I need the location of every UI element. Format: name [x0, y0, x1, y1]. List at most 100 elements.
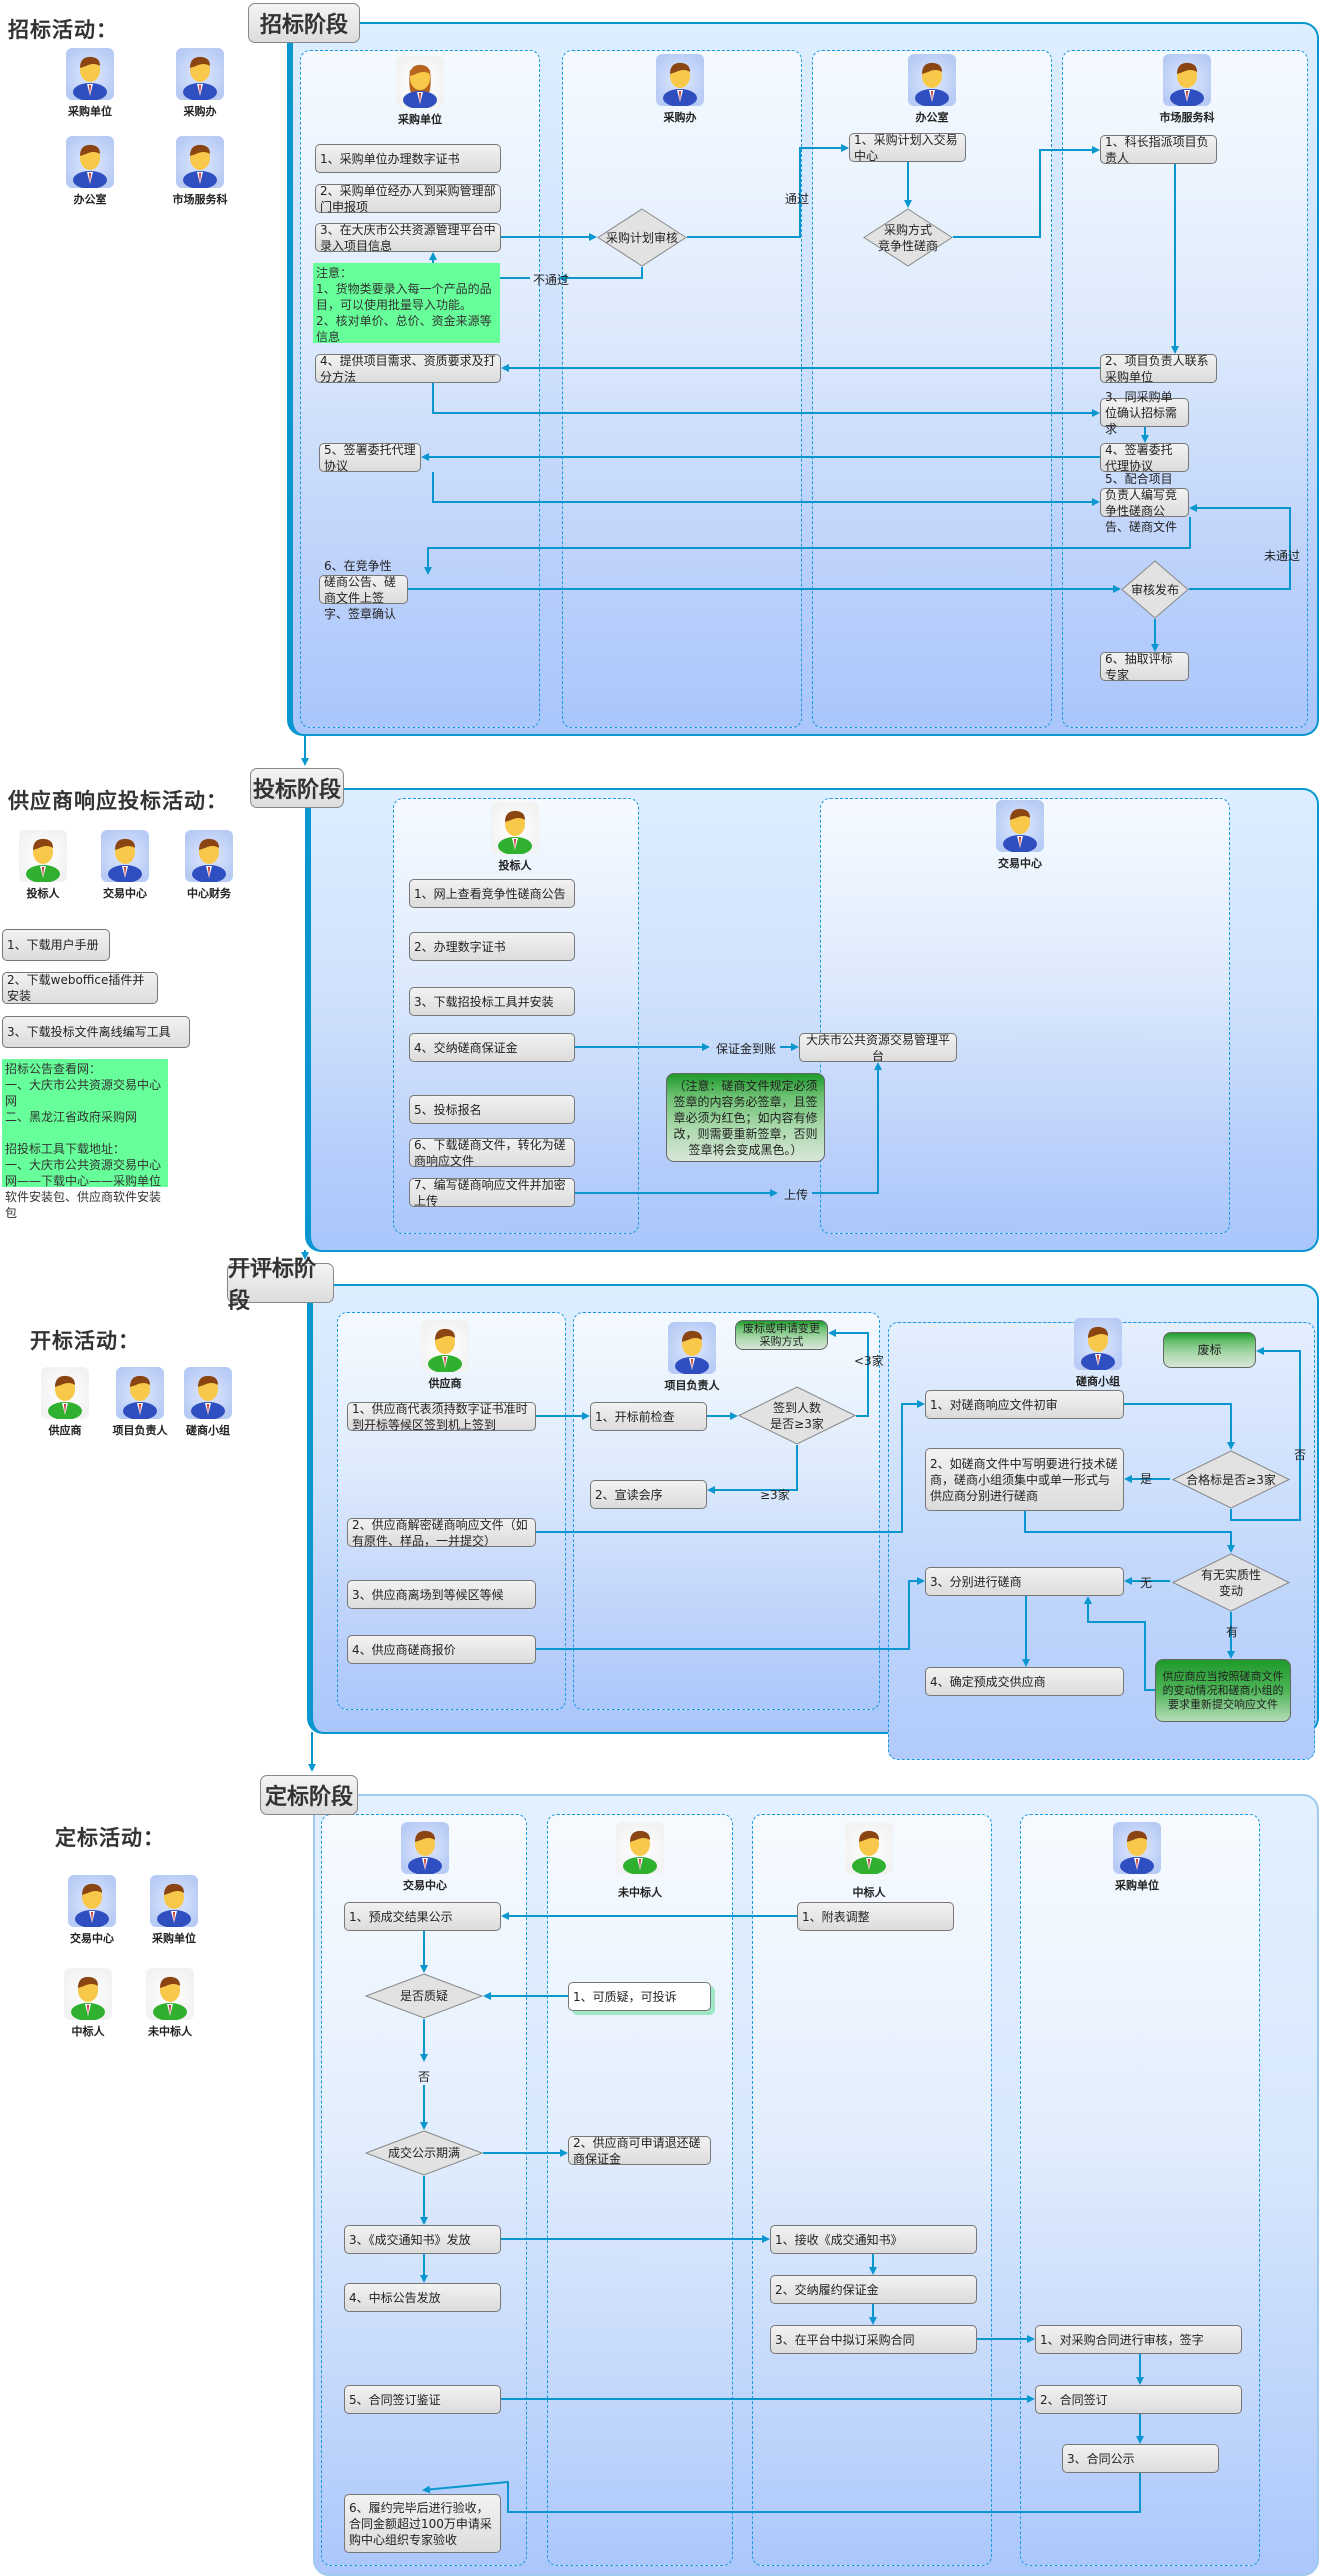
lane-actor-non-winner: 未中标人: [605, 1822, 675, 1900]
decision-substantive-change[interactable]: 有无实质性 变动: [1172, 1553, 1290, 1612]
step-market-4[interactable]: 4、签署委托代理协议: [1100, 443, 1189, 473]
step-pm-2[interactable]: 2、宣读会序: [590, 1480, 707, 1509]
decision-plan-review[interactable]: 采购计划审核: [597, 208, 687, 267]
decision-question[interactable]: 是否质疑: [365, 1973, 483, 2019]
step-market-3[interactable]: 3、同采购单位确认招标需求: [1100, 390, 1189, 436]
step-panel-2[interactable]: 2、如磋商文件中写明要进行技术磋商，磋商小组须集中或单一形式与供应商分别进行磋商: [925, 1448, 1124, 1511]
step-market-6[interactable]: 6、抽取评标专家: [1100, 652, 1189, 682]
person-green-icon: [421, 1320, 469, 1373]
step-panel-1[interactable]: 1、对磋商响应文件初审: [925, 1390, 1124, 1419]
label-ge3: ≥3家: [760, 1488, 790, 1502]
note-void-or-change: 废标或申请变更采购方式: [735, 1320, 828, 1350]
step-winner-1[interactable]: 1、附表调整: [797, 1902, 954, 1931]
step-bidder-6[interactable]: 6、下载磋商文件，转化为磋商响应文件: [409, 1138, 575, 1168]
person-blue-icon: [185, 830, 233, 883]
void-box: 废标: [1163, 1332, 1256, 1368]
lane-actor-bidder: 投标人: [480, 802, 550, 873]
step-bidder-3[interactable]: 3、下载招投标工具并安装: [409, 987, 575, 1016]
step-buyer-3[interactable]: 3、合同公示: [1062, 2444, 1219, 2473]
step-buyer-1[interactable]: 1、对采购合同进行审核，签字: [1035, 2325, 1242, 2354]
legend-actor-supplier: 供应商: [34, 1367, 96, 1438]
step-admin-1[interactable]: 1、采购计划入交易中心: [849, 133, 966, 163]
step-pm-1[interactable]: 1、开标前检查: [590, 1402, 707, 1431]
step-supplier-4[interactable]: 4、供应商磋商报价: [347, 1635, 536, 1664]
step-bidder-7[interactable]: 7、编写磋商响应文件并加密上传: [409, 1178, 575, 1208]
step-supplier-1[interactable]: 1、供应商代表须持数字证书准时到开标等候区签到机上签到: [347, 1402, 536, 1432]
note-resubmit: 供应商应当按照磋商文件的变动情况和磋商小组的要求重新提交响应文件: [1155, 1659, 1291, 1722]
step-market-1[interactable]: 1、科长指派项目负责人: [1100, 135, 1217, 165]
step-non-winner-1[interactable]: 1、可质疑，可投诉: [568, 1982, 711, 2011]
label-no: 否: [1294, 1448, 1307, 1462]
step-winner-4[interactable]: 3、在平台中拟订采购合同: [770, 2325, 977, 2354]
step-purchaser-6[interactable]: 6、在竞争性磋商公告、磋商文件上签字、签章确认: [319, 559, 408, 621]
step-center-6[interactable]: 6、履约完毕后进行验收，合同金额超过100万申请采购中心组织专家验收: [344, 2494, 501, 2553]
decision-qualified-count[interactable]: 合格标是否≥3家: [1172, 1450, 1290, 1509]
side-step-3[interactable]: 3、下载投标文件离线编写工具: [2, 1016, 190, 1048]
lane-actor-negotiation-panel: 磋商小组: [1058, 1318, 1138, 1389]
step-center-5[interactable]: 5、合同签订鉴证: [344, 2385, 501, 2414]
label-not-pass: 未通过: [1264, 549, 1301, 563]
step-panel-4[interactable]: 4、确定预成交供应商: [925, 1667, 1124, 1696]
stage-tab-award[interactable]: 定标阶段: [260, 1775, 358, 1815]
step-buyer-2[interactable]: 2、合同签订: [1035, 2385, 1242, 2414]
label-yes: 是: [1140, 1472, 1153, 1486]
step-bidder-2[interactable]: 2、办理数字证书: [409, 932, 575, 961]
step-bidder-5[interactable]: 5、投标报名: [409, 1095, 575, 1124]
step-center-3[interactable]: 3、《成交通知书》发放: [344, 2225, 501, 2254]
step-purchaser-4[interactable]: 4、提供项目需求、资质要求及打分方法: [315, 354, 501, 384]
label-pass: 通过: [785, 192, 810, 206]
step-winner-2[interactable]: 1、接收《成交通知书》: [770, 2225, 977, 2254]
lane-actor-purchaser: 采购单位: [385, 56, 455, 127]
stage-tab-bidding[interactable]: 招标阶段: [248, 3, 360, 43]
label-deposit-received: 保证金到账: [712, 1040, 781, 1057]
person-green-icon: [845, 1822, 893, 1875]
person-blue-icon: [401, 1822, 449, 1875]
step-market-5[interactable]: 5、配合项目负责人编写竞争性磋商公告、磋商文件: [1100, 472, 1189, 534]
legend-actor-market-service: 市场服务科: [160, 136, 240, 207]
step-center-4[interactable]: 4、中标公告发放: [344, 2283, 501, 2312]
lane-actor-winner: 中标人: [834, 1822, 904, 1900]
decision-procurement-method[interactable]: 采购方式 竞争性磋商: [863, 208, 953, 267]
person-blue-icon: [1074, 1318, 1122, 1371]
person-female-icon: [396, 56, 444, 109]
step-purchaser-5[interactable]: 5、签署委托代理协议: [319, 443, 421, 473]
lane-actor-trading-center: 交易中心: [985, 800, 1055, 871]
side-step-2[interactable]: 2、下载weboffice插件并安装: [2, 972, 158, 1004]
decision-expire[interactable]: 成交公示期满: [365, 2130, 483, 2176]
step-bidder-4[interactable]: 4、交纳磋商保证金: [409, 1033, 575, 1062]
label-upload: 上传: [780, 1186, 813, 1203]
stage-tab-opening-evaluation[interactable]: 开评标阶段: [227, 1257, 334, 1314]
step-winner-3[interactable]: 2、交纳履约保证金: [770, 2275, 977, 2304]
person-green-icon: [146, 1968, 194, 2021]
legend-actor-trading-center-2: 交易中心: [62, 1875, 122, 1946]
note-download-sites: 招标公告查看网： 一、大庆市公共资源交易中心网 二、黑龙江省政府采购网 招投标工…: [2, 1059, 168, 1220]
trading-platform-box[interactable]: 大庆市公共资源交易管理平台: [799, 1033, 957, 1063]
decision-signin-count[interactable]: 签到人数 是否≥3家: [738, 1386, 856, 1445]
person-blue-icon: [68, 1875, 116, 1928]
lane-winner: [752, 1814, 992, 2566]
step-center-1[interactable]: 1、预成交结果公示: [344, 1902, 501, 1931]
step-purchaser-1[interactable]: 1、采购单位办理数字证书: [315, 144, 501, 173]
step-market-2[interactable]: 2、项目负责人联系采购单位: [1100, 354, 1217, 384]
person-blue-icon: [176, 136, 224, 189]
person-blue-icon: [996, 800, 1044, 853]
person-blue-icon: [184, 1367, 232, 1420]
person-blue-icon: [908, 54, 956, 107]
person-blue-icon: [150, 1875, 198, 1928]
step-purchaser-2[interactable]: 2、采购单位经办人到采购管理部门申报项: [315, 184, 501, 214]
side-step-1[interactable]: 1、下载用户手册: [2, 929, 110, 961]
stage-tab-tendering[interactable]: 投标阶段: [250, 768, 344, 808]
section-title-supplier-activities: 供应商响应投标活动：: [8, 789, 228, 813]
legend-actor-procurement-office: 采购办: [165, 48, 235, 119]
step-bidder-1[interactable]: 1、网上查看竞争性磋商公告: [409, 879, 575, 908]
lane-trading-center: [820, 798, 1230, 1234]
step-supplier-3[interactable]: 3、供应商离场到等候区等候: [347, 1580, 536, 1609]
step-non-winner-2[interactable]: 2、供应商可申请退还磋商保证金: [568, 2136, 711, 2166]
decision-review-publish[interactable]: 审核发布: [1121, 560, 1189, 619]
step-panel-3[interactable]: 3、分别进行磋商: [925, 1567, 1124, 1596]
legend-actor-purchaser-2: 采购单位: [144, 1875, 204, 1946]
step-supplier-2[interactable]: 2、供应商解密磋商响应文件（如有原件、样品，一并提交）: [347, 1518, 536, 1548]
step-purchaser-3[interactable]: 3、在大庆市公共资源管理平台中录入项目信息: [315, 223, 501, 253]
legend-actor-project-manager: 项目负责人: [100, 1367, 180, 1438]
lane-actor-procurement-office: 采购办: [645, 54, 715, 125]
